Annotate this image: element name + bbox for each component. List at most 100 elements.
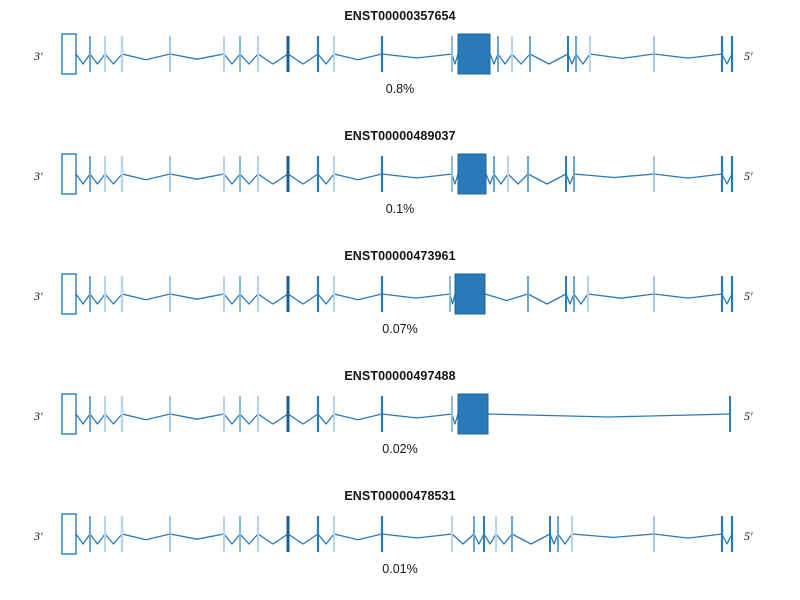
exon-tick[interactable] [497, 36, 499, 72]
exon-tick[interactable] [286, 36, 290, 72]
exon-tick[interactable] [511, 36, 513, 72]
exon-tick[interactable] [653, 276, 655, 312]
exon-tick[interactable] [565, 276, 567, 312]
exon-tick[interactable] [730, 156, 734, 192]
highlighted-exon[interactable] [454, 273, 486, 315]
exon-tick[interactable] [257, 396, 259, 432]
exon-tick[interactable] [720, 156, 724, 192]
highlighted-exon[interactable] [457, 393, 489, 435]
exon-tick[interactable] [573, 156, 575, 192]
exon-tick[interactable] [380, 156, 384, 192]
exon-tick[interactable] [549, 516, 551, 552]
exon-tick[interactable] [720, 516, 724, 552]
exon-tick[interactable] [169, 36, 171, 72]
exon-tick[interactable] [316, 276, 320, 312]
transcript-track[interactable] [0, 148, 800, 200]
exon-tick[interactable] [333, 396, 335, 432]
exon-tick[interactable] [527, 276, 529, 312]
exon-tick[interactable] [223, 156, 225, 192]
exon-tick[interactable] [653, 36, 655, 72]
exon-tick[interactable] [169, 276, 171, 312]
exon-tick[interactable] [89, 156, 91, 192]
exon-tick[interactable] [451, 516, 453, 552]
exon-tick[interactable] [575, 36, 577, 72]
exon-tick[interactable] [257, 516, 259, 552]
exon-tick[interactable] [239, 276, 241, 312]
exon-tick[interactable] [527, 156, 529, 192]
exon-tick[interactable] [333, 156, 335, 192]
exon-tick[interactable] [529, 36, 531, 72]
exon-tick[interactable] [89, 396, 91, 432]
utr-box[interactable] [61, 33, 77, 75]
exon-tick[interactable] [653, 516, 655, 552]
exon-tick[interactable] [239, 516, 241, 552]
highlighted-exon[interactable] [457, 153, 487, 195]
exon-tick[interactable] [169, 156, 171, 192]
exon-tick[interactable] [483, 516, 485, 552]
exon-tick[interactable] [257, 156, 259, 192]
exon-tick[interactable] [104, 156, 106, 192]
exon-tick[interactable] [730, 276, 734, 312]
exon-tick[interactable] [104, 36, 106, 72]
utr-box[interactable] [61, 273, 77, 315]
exon-tick[interactable] [257, 36, 259, 72]
exon-tick[interactable] [473, 516, 475, 552]
exon-tick[interactable] [286, 156, 290, 192]
exon-tick[interactable] [223, 396, 225, 432]
utr-box[interactable] [61, 513, 77, 555]
exon-tick[interactable] [557, 516, 559, 552]
exon-tick[interactable] [169, 516, 171, 552]
utr-box[interactable] [61, 393, 77, 435]
exon-tick[interactable] [239, 396, 241, 432]
exon-tick[interactable] [120, 156, 124, 192]
exon-tick[interactable] [104, 276, 106, 312]
exon-tick[interactable] [449, 276, 451, 312]
exon-tick[interactable] [223, 516, 225, 552]
exon-tick[interactable] [120, 516, 124, 552]
exon-tick[interactable] [451, 396, 453, 432]
exon-tick[interactable] [333, 516, 335, 552]
exon-tick[interactable] [451, 36, 453, 72]
exon-tick[interactable] [89, 516, 91, 552]
exon-tick[interactable] [333, 276, 335, 312]
exon-tick[interactable] [104, 516, 106, 552]
exon-tick[interactable] [720, 36, 724, 72]
exon-tick[interactable] [720, 276, 724, 312]
utr-box[interactable] [61, 153, 77, 195]
highlighted-exon[interactable] [457, 33, 491, 75]
exon-tick[interactable] [239, 156, 241, 192]
exon-tick[interactable] [571, 516, 573, 552]
exon-tick[interactable] [120, 36, 124, 72]
exon-tick[interactable] [316, 396, 320, 432]
exon-tick[interactable] [451, 156, 453, 192]
exon-tick[interactable] [257, 276, 259, 312]
exon-tick[interactable] [511, 516, 513, 552]
exon-tick[interactable] [567, 36, 569, 72]
exon-tick[interactable] [286, 276, 290, 312]
exon-tick[interactable] [239, 36, 241, 72]
exon-tick[interactable] [316, 36, 320, 72]
exon-tick[interactable] [573, 276, 575, 312]
exon-tick[interactable] [316, 156, 320, 192]
exon-tick[interactable] [565, 156, 567, 192]
exon-tick[interactable] [587, 276, 589, 312]
exon-tick[interactable] [316, 516, 320, 552]
exon-tick[interactable] [89, 276, 91, 312]
exon-tick[interactable] [223, 276, 225, 312]
exon-tick[interactable] [89, 36, 91, 72]
exon-tick[interactable] [286, 396, 290, 432]
exon-tick[interactable] [493, 156, 495, 192]
exon-tick[interactable] [120, 396, 124, 432]
exon-tick[interactable] [653, 156, 655, 192]
exon-tick[interactable] [589, 36, 591, 72]
exon-tick[interactable] [729, 396, 731, 432]
exon-tick[interactable] [380, 396, 384, 432]
transcript-track[interactable] [0, 268, 800, 320]
exon-tick[interactable] [333, 36, 335, 72]
exon-tick[interactable] [495, 516, 497, 552]
exon-tick[interactable] [380, 276, 384, 312]
exon-tick[interactable] [286, 516, 290, 552]
